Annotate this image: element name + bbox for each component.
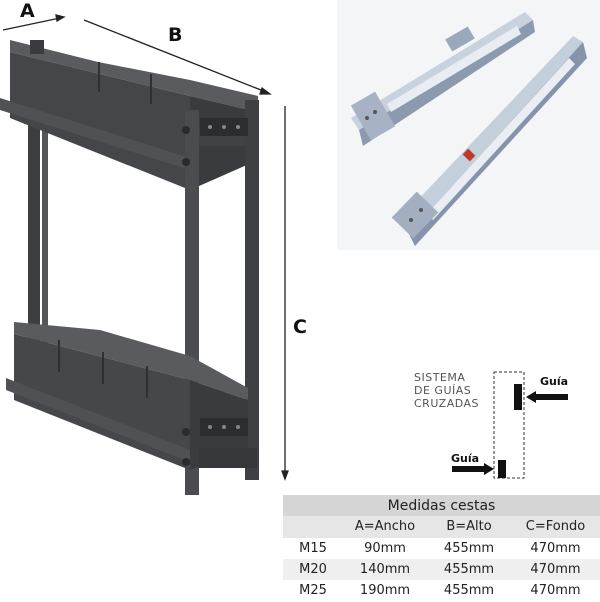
dimension-label-b: B (168, 24, 183, 46)
table-cell: M15 (299, 541, 327, 556)
guide-system-title-line: CRUZADAS (414, 397, 480, 410)
dimension-label-a: A (20, 0, 35, 22)
bolt (182, 158, 190, 166)
guide-label-bottom: Guía (451, 452, 480, 465)
drawer-slide-lower (391, 36, 587, 246)
measurements-table: Medidas cestas A=Ancho B=Alto C=Fondo M1… (283, 495, 600, 602)
dimension-arrow-a (2, 14, 66, 31)
table-cell: M25 (299, 583, 327, 598)
basket-illustration (0, 14, 289, 495)
table-cell: 455mm (443, 562, 495, 577)
table-cell: 455mm (443, 541, 495, 556)
table-cell: 470mm (530, 541, 581, 556)
guide-system-title-line: SISTEMA (414, 371, 466, 384)
table-row: M20 140mm 455mm 470mm (283, 559, 600, 580)
bottom-basket (6, 322, 248, 470)
guide-system-diagram (452, 371, 568, 479)
table-cell: 90mm (364, 541, 406, 556)
bolt (182, 126, 190, 134)
guide-system-title-line: DE GUÍAS (414, 384, 472, 397)
guide-label-top: Guía (540, 375, 569, 388)
drawer-slide-upper (350, 12, 535, 146)
column-header (283, 516, 343, 538)
table-header-row: A=Ancho B=Alto C=Fondo (283, 516, 600, 538)
guide-block-bottom (498, 460, 506, 478)
table-cell: 470mm (530, 562, 581, 577)
bolt (182, 428, 190, 436)
dimension-arrow-b (83, 19, 272, 95)
rear-post-left (28, 120, 40, 382)
dimension-arrow-c (281, 106, 289, 481)
arrow-right-icon (452, 463, 494, 475)
column-header: B=Alto (446, 519, 492, 534)
column-header: A=Ancho (354, 519, 416, 534)
dimension-label-c: C (293, 316, 307, 338)
rear-post-right (42, 120, 48, 382)
table-cell: 455mm (443, 583, 495, 598)
table-cell: M20 (299, 562, 327, 577)
column-header: C=Fondo (525, 519, 586, 534)
guide-block-top (514, 384, 522, 410)
arrow-left-icon (526, 391, 568, 403)
table-title: Medidas cestas (283, 495, 600, 516)
bolt (182, 458, 190, 466)
drawer-slides-photo (337, 0, 600, 250)
table-row: M15 90mm 455mm 470mm (283, 538, 600, 559)
table-cell: 470mm (530, 583, 581, 598)
table-cell: 190mm (359, 583, 411, 598)
table-row: M25 190mm 455mm 470mm (283, 580, 600, 601)
front-post-right (245, 100, 259, 480)
table-cell: 140mm (359, 562, 411, 577)
guide-system-title: SISTEMA DE GUÍAS CRUZADAS (414, 371, 479, 410)
base-plate (199, 448, 257, 468)
